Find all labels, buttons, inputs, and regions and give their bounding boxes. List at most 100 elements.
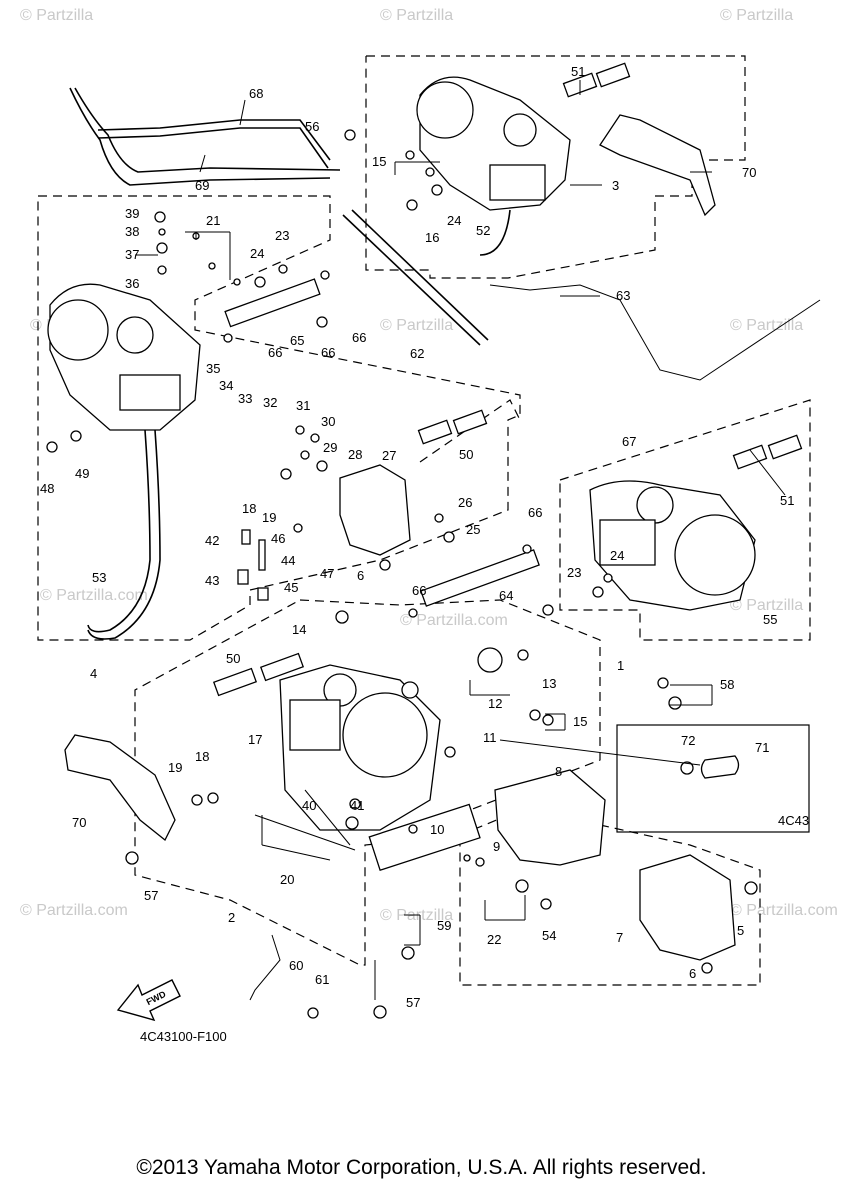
callout: 1: [617, 658, 624, 673]
callout: 13: [542, 676, 556, 691]
callout: 69: [195, 178, 209, 193]
callout: 23: [275, 228, 289, 243]
callout: 18: [242, 501, 256, 516]
callout: 43: [205, 573, 219, 588]
callout: 14: [292, 622, 306, 637]
callout: 72: [681, 733, 695, 748]
throttle-rod-63: [489, 284, 821, 381]
hose-68: [97, 119, 331, 161]
hose-52: [479, 209, 511, 256]
leader-11-72: [499, 739, 701, 766]
watermark: © Partzilla: [380, 7, 453, 24]
carb-2-body: [279, 664, 441, 831]
callout: 57: [406, 995, 420, 1010]
callout: 3: [612, 178, 619, 193]
hose-53: [87, 429, 151, 633]
callout: 50: [459, 447, 473, 462]
bracket-70-top: [599, 114, 716, 217]
callout: 53: [92, 570, 106, 585]
callout: 47: [320, 566, 334, 581]
callout: 60: [289, 958, 303, 973]
callout: 33: [238, 391, 252, 406]
assembly-4-inner: [419, 399, 521, 463]
callout: 15: [573, 714, 587, 729]
shafts: [87, 62, 821, 1001]
callout: 71: [755, 740, 769, 755]
callout: 9: [493, 839, 500, 854]
callout: 67: [622, 434, 636, 449]
callout: 37: [125, 247, 139, 262]
cover-47: [339, 464, 411, 556]
callout: 55: [763, 612, 777, 627]
callout: 11: [483, 730, 497, 745]
callout: 28: [348, 447, 362, 462]
plug-71: [700, 755, 740, 779]
plate-59: [368, 803, 481, 872]
watermark: © Partzilla.com: [400, 612, 508, 629]
cover-7: [639, 854, 736, 961]
callout: 41: [350, 798, 364, 813]
callout-labels: 1 2 3 4 5 6 6 7 8 9 10 11 12 13 14 15 15…: [40, 64, 794, 1010]
callout: 30: [321, 414, 335, 429]
callout: 52: [476, 223, 490, 238]
callout: 70: [742, 165, 756, 180]
hose-69-outer: [74, 87, 341, 173]
callout: 27: [382, 448, 396, 463]
assembly-4-boundary: [37, 195, 521, 641]
bracket-60: [249, 934, 281, 1001]
assembly-3-boundary: [365, 55, 746, 279]
hose-51d: [767, 434, 803, 460]
hose-53-outer: [87, 429, 161, 640]
diaphragm-9: [494, 769, 606, 866]
misc-parts: [64, 114, 736, 961]
watermark: © Partzilla: [730, 317, 803, 334]
watermark: © Partzilla: [730, 597, 803, 614]
callout: 66: [412, 583, 426, 598]
spring-20: [254, 814, 356, 851]
callout: 58: [720, 677, 734, 692]
hose-50d: [259, 652, 305, 682]
callout: 66: [352, 330, 366, 345]
callout: 66: [321, 345, 335, 360]
callout: 24: [447, 213, 461, 228]
callout: 7: [616, 930, 623, 945]
callout: 70: [72, 815, 86, 830]
carb-3-body: [416, 76, 571, 211]
callout: 8: [555, 764, 562, 779]
callout: 61: [315, 972, 329, 987]
callout: 10: [430, 822, 444, 837]
callout: 19: [262, 510, 276, 525]
callout: 12: [488, 696, 502, 711]
callout: 63: [616, 288, 630, 303]
inset-4c43: 4C43: [616, 724, 810, 833]
callout: 66: [268, 345, 282, 360]
inset-code: 4C43: [778, 813, 809, 828]
carb-4-body: [47, 283, 201, 431]
callout: 49: [75, 466, 89, 481]
hose-51c: [732, 444, 768, 470]
callout: 5: [737, 923, 744, 938]
copyright-notice: ©2013 Yamaha Motor Corporation, U.S.A. A…: [136, 1156, 707, 1179]
callout: 18: [195, 749, 209, 764]
callout: 34: [219, 378, 233, 393]
hose-set: [69, 87, 341, 186]
callout: 56: [305, 119, 319, 134]
callout: 20: [280, 872, 294, 887]
callout: 46: [271, 531, 285, 546]
diagram-code: 4C43100-F100: [140, 1029, 227, 1044]
hose-68-outer: [97, 127, 329, 169]
plunger-line: [304, 789, 351, 846]
hose-69: [69, 87, 331, 186]
callout: 25: [466, 522, 480, 537]
callout: 57: [144, 888, 158, 903]
callout: 62: [410, 346, 424, 361]
callout: 54: [542, 928, 556, 943]
callout: 24: [610, 548, 624, 563]
hose-51b: [595, 62, 631, 88]
callout: 45: [284, 580, 298, 595]
clip-72: [680, 761, 694, 775]
callout: 64: [499, 588, 513, 603]
hose-50a: [417, 419, 453, 445]
callout: 2: [228, 910, 235, 925]
